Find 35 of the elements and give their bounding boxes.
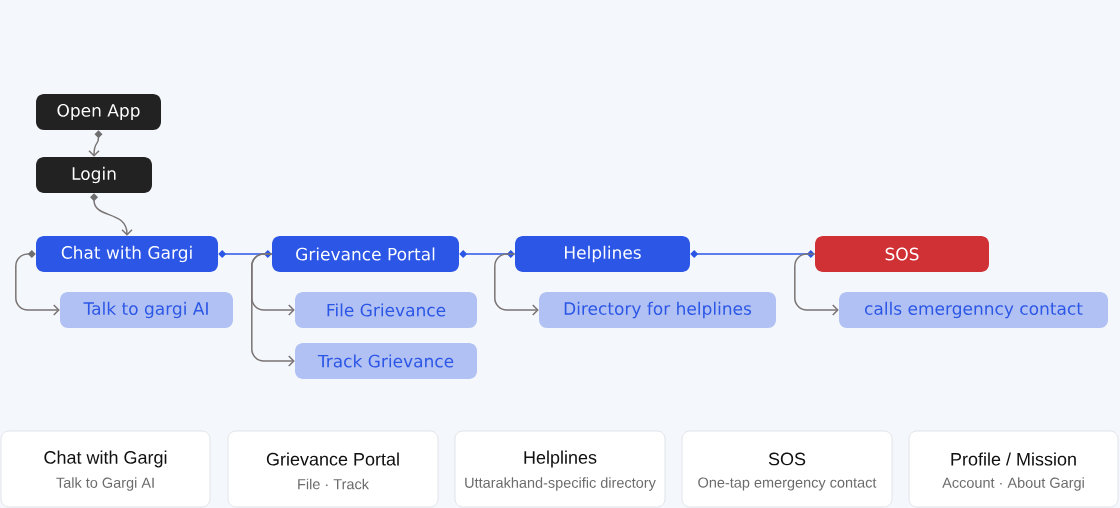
info-card xyxy=(454,430,666,508)
arrow xyxy=(15,250,60,316)
arrow xyxy=(251,253,295,367)
card-title: Chat with Gargi xyxy=(44,450,167,468)
connector-line xyxy=(459,250,515,258)
info-card xyxy=(681,430,893,508)
card-title: Helplines xyxy=(524,450,597,468)
feature-box: SOS xyxy=(815,236,989,272)
action-box: File Grievance xyxy=(295,292,477,328)
card-title: SOS xyxy=(768,452,806,466)
card-title: Grievance Portal xyxy=(266,452,399,466)
arrow xyxy=(90,193,133,236)
step-box: Open App xyxy=(36,94,161,130)
feature-box: Chat with Gargi xyxy=(36,236,218,272)
arrow xyxy=(494,253,539,316)
arrow xyxy=(88,130,103,157)
step-box: Login xyxy=(36,157,152,193)
card-subtitle: One-tap emergency contact xyxy=(698,477,877,491)
feature-box: Helplines xyxy=(515,236,690,272)
action-box: Talk to gargi AI xyxy=(60,292,233,328)
card-title: Profile / Mission xyxy=(951,452,1076,466)
info-card xyxy=(908,430,1119,508)
info-card xyxy=(0,430,211,508)
action-box: Track Grievance xyxy=(295,343,477,379)
info-card xyxy=(227,430,439,508)
feature-box: Grievance Portal xyxy=(272,236,459,272)
card-subtitle: Talk to Gargi AI xyxy=(56,477,154,491)
arrow xyxy=(794,253,839,316)
action-box: Directory for helplines xyxy=(539,292,776,328)
connector-line xyxy=(218,250,272,258)
card-subtitle: File · Track xyxy=(298,478,369,490)
connector-line xyxy=(690,250,815,258)
action-box: calls emergenncy contact xyxy=(839,292,1108,328)
card-subtitle: Uttarakhand-specific directory xyxy=(465,477,656,491)
card-subtitle: Account · About Gargi xyxy=(942,477,1084,491)
